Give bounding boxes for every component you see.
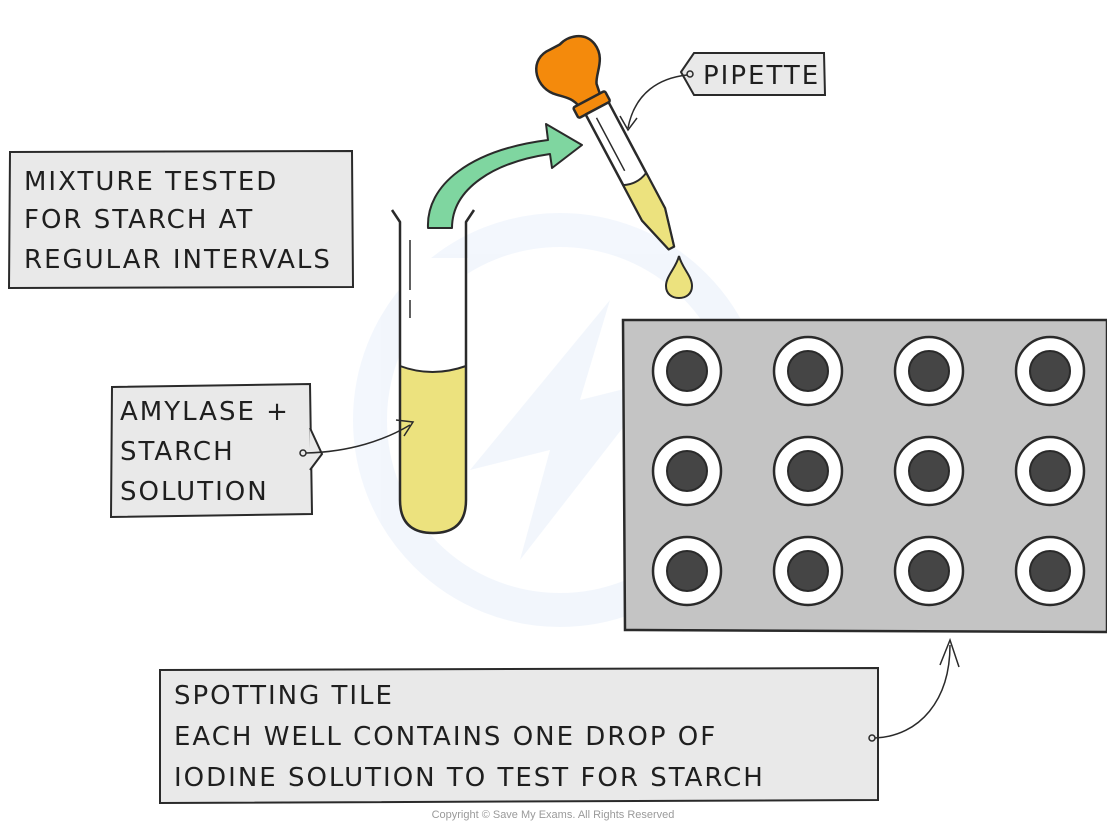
- transfer-arrow: [426, 123, 583, 229]
- tile-well: [893, 435, 965, 507]
- tile-well: [651, 335, 723, 407]
- tile-label-line-1: SPOTTING TILE: [174, 681, 394, 711]
- tile-well: [651, 435, 723, 507]
- tile-well: [1014, 435, 1086, 507]
- tile-well: [893, 535, 965, 607]
- tile-well: [1014, 535, 1086, 607]
- amylase-label-line-3: SOLUTION: [120, 477, 269, 507]
- tile-label-line-3: IODINE SOLUTION TO TEST FOR STARCH: [174, 763, 765, 793]
- tile-well: [1014, 335, 1086, 407]
- tile-well: [772, 435, 844, 507]
- mixture-label-line-2: FOR STARCH AT: [24, 205, 254, 235]
- tile-label-line-2: EACH WELL CONTAINS ONE DROP OF: [174, 722, 717, 752]
- pipette-label: PIPETTE: [619, 52, 827, 132]
- pipette-label-text: PIPETTE: [703, 61, 820, 91]
- test-tube: [390, 209, 476, 535]
- iodine-drop: [664, 255, 694, 300]
- tile-well: [893, 335, 965, 407]
- tile-label: SPOTTING TILE EACH WELL CONTAINS ONE DRO…: [159, 637, 960, 805]
- copyright-text: Copyright © Save My Exams. All Rights Re…: [432, 809, 675, 821]
- spotting-tile: [621, 318, 1107, 634]
- tile-well: [772, 335, 844, 407]
- amylase-label-line-2: STARCH: [120, 437, 235, 467]
- tile-well: [772, 535, 844, 607]
- starch-solution: [400, 366, 466, 533]
- tile-wells: [651, 335, 1086, 607]
- mixture-label-line-3: REGULAR INTERVALS: [24, 245, 332, 275]
- amylase-label: AMYLASE + STARCH SOLUTION: [109, 382, 415, 519]
- amylase-label-line-1: AMYLASE +: [120, 397, 290, 427]
- mixture-label: MIXTURE TESTED FOR STARCH AT REGULAR INT…: [7, 149, 355, 290]
- mixture-label-line-1: MIXTURE TESTED: [24, 167, 278, 197]
- pipette: [535, 34, 676, 251]
- tile-well: [651, 535, 723, 607]
